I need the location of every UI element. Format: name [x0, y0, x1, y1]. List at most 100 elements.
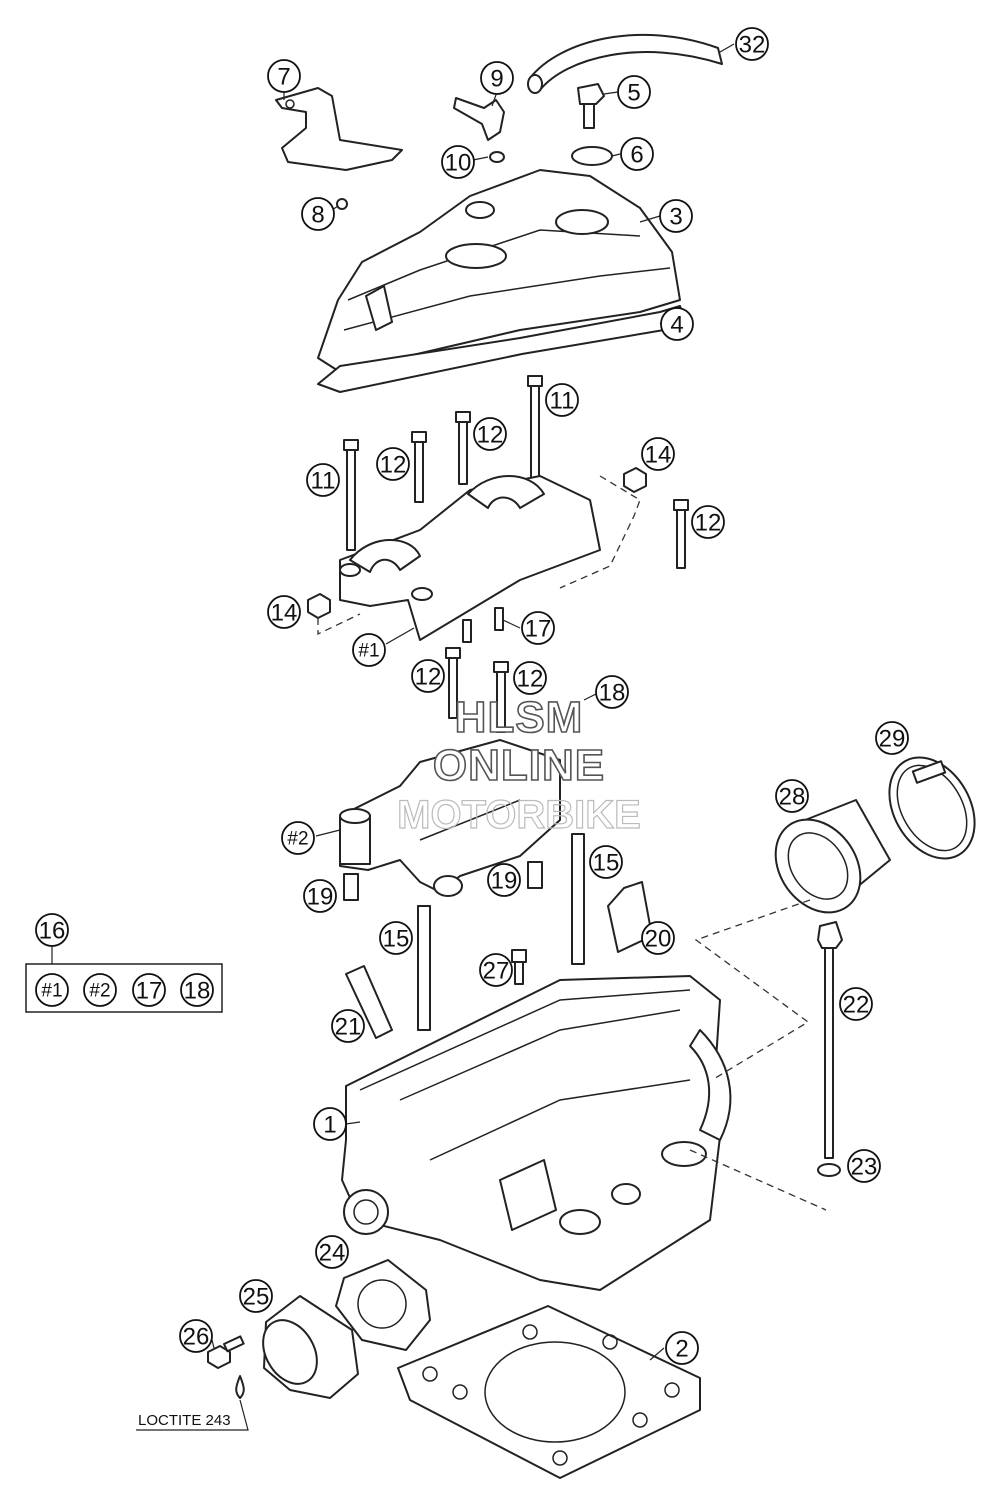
- svg-text:18: 18: [184, 978, 211, 1005]
- long-bolt-22: [817, 921, 843, 1159]
- callout-25: 25: [239, 1279, 273, 1313]
- svg-text:12: 12: [380, 452, 407, 479]
- svg-text:14: 14: [271, 600, 298, 627]
- callout-27: 27: [479, 953, 513, 987]
- callout-7: 7: [267, 59, 301, 93]
- bolt-12-a: [411, 431, 427, 503]
- kit-item-hash2: #2: [83, 973, 117, 1007]
- svg-text:1: 1: [323, 1112, 336, 1139]
- svg-text:27: 27: [483, 958, 510, 985]
- svg-text:32: 32: [739, 32, 766, 59]
- alignment-line-bolt22: [689, 1149, 827, 1211]
- callout-11-left: 11: [306, 463, 340, 497]
- svg-text:18: 18: [599, 680, 626, 707]
- valve-cover: [317, 169, 681, 373]
- svg-text:7: 7: [277, 64, 290, 91]
- svg-text:#2: #2: [287, 829, 308, 850]
- dowel-19-b: [527, 861, 543, 889]
- intake-rubber: [774, 799, 891, 914]
- breather-hose: [527, 33, 723, 94]
- screw-8: [331, 198, 348, 211]
- svg-text:17: 17: [525, 616, 552, 643]
- svg-text:19: 19: [491, 868, 518, 895]
- callout-22: 22: [839, 987, 873, 1021]
- callout-14-left: 14: [267, 595, 301, 629]
- callout-11-top: 11: [545, 383, 579, 417]
- svg-text:25: 25: [243, 1284, 270, 1311]
- o-ring-10: [489, 151, 505, 163]
- callout-10: 10: [441, 145, 475, 179]
- nut-14-left: [307, 593, 331, 619]
- callout-15-left: 15: [379, 921, 413, 955]
- svg-text:23: 23: [851, 1154, 878, 1181]
- svg-text:20: 20: [645, 926, 672, 953]
- callout-6: 6: [620, 137, 654, 171]
- callout-18: 18: [595, 675, 629, 709]
- leader-h2: [315, 829, 341, 837]
- callout-19-right: 19: [487, 863, 521, 897]
- watermark: HLSM ONLINE MOTORBIKE: [397, 692, 642, 837]
- alignment-line-intake: [694, 899, 811, 1081]
- callout-20: 20: [641, 921, 675, 955]
- callout-3: 3: [659, 199, 693, 233]
- callout-16: 16: [35, 913, 69, 947]
- svg-text:#2: #2: [89, 981, 110, 1002]
- leader-3: [639, 215, 661, 223]
- svg-text:14: 14: [645, 442, 672, 469]
- svg-text:22: 22: [843, 992, 870, 1019]
- leader-2: [649, 1347, 665, 1361]
- hose-clamp: [888, 756, 976, 860]
- callout-8: 8: [301, 197, 335, 231]
- callout-12-mid: 12: [376, 447, 410, 481]
- valve-guide-21: [345, 965, 393, 1039]
- callout-12-top: 12: [473, 417, 507, 451]
- bolt-12-d: [445, 647, 461, 719]
- callout-17: 17: [521, 611, 555, 645]
- bolt-12-e: [493, 661, 509, 733]
- svg-text:15: 15: [383, 926, 410, 953]
- screw-27: [511, 949, 527, 985]
- svg-text:4: 4: [670, 312, 683, 339]
- leader-18: [583, 693, 597, 701]
- svg-text:17: 17: [136, 978, 163, 1005]
- dowel-17-a: [462, 619, 472, 643]
- callout-21: 21: [331, 1009, 365, 1043]
- svg-text:21: 21: [335, 1014, 362, 1041]
- svg-text:2: 2: [675, 1336, 688, 1363]
- loctite-note: LOCTITE 243: [138, 1412, 231, 1429]
- leader-6: [611, 153, 621, 157]
- svg-text:12: 12: [415, 664, 442, 691]
- kit-item-hash1: #1: [35, 973, 69, 1007]
- callout-2: 2: [665, 1331, 699, 1365]
- svg-text:6: 6: [630, 142, 643, 169]
- callout-hash2: #2: [281, 821, 315, 855]
- callout-15-right: 15: [589, 845, 623, 879]
- callout-9: 9: [480, 61, 514, 95]
- svg-text:12: 12: [695, 510, 722, 537]
- callout-26: 26: [179, 1319, 213, 1353]
- callout-12-lower-a: 12: [411, 659, 445, 693]
- svg-text:#1: #1: [41, 981, 62, 1002]
- breather-fitting: [453, 97, 505, 141]
- kit-16-box: [25, 963, 223, 1013]
- svg-text:12: 12: [517, 666, 544, 693]
- watermark-line-3: MOTORBIKE: [397, 793, 641, 837]
- svg-text:29: 29: [879, 726, 906, 753]
- svg-text:9: 9: [490, 66, 503, 93]
- svg-text:10: 10: [445, 150, 472, 177]
- alignment-line-14-left: [317, 613, 361, 636]
- callout-24: 24: [315, 1235, 349, 1269]
- callout-12-lower-b: 12: [513, 661, 547, 695]
- svg-text:11: 11: [550, 388, 575, 415]
- callout-14-right: 14: [641, 437, 675, 471]
- leader-10: [472, 156, 489, 161]
- kit-item-17: 17: [132, 973, 166, 1007]
- svg-text:15: 15: [593, 850, 620, 877]
- exhaust-flange-25: [262, 1295, 359, 1399]
- exhaust-gasket-24: [335, 1259, 431, 1351]
- loctite-drop: [235, 1375, 245, 1399]
- leader-32: [719, 43, 735, 53]
- washer-6: [571, 146, 613, 166]
